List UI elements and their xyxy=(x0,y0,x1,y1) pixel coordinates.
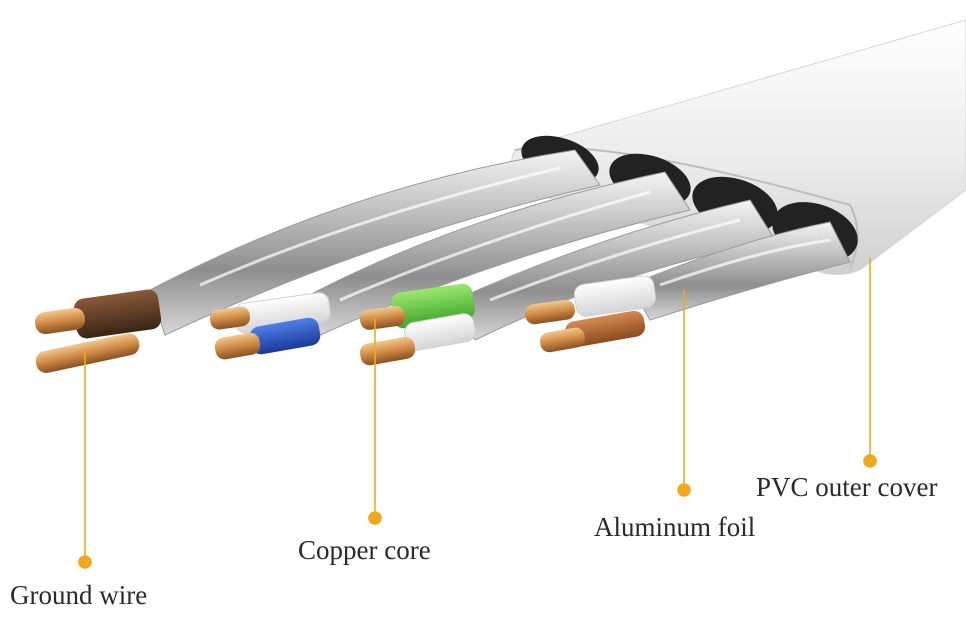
label-aluminum-foil: Aluminum foil xyxy=(594,512,756,542)
copper-core-dot xyxy=(368,511,382,525)
label-pvc-outer-cover: PVC outer cover xyxy=(756,472,938,502)
label-copper-core: Copper core xyxy=(298,535,431,565)
callout-lines xyxy=(78,258,877,569)
aluminum-foil-dot xyxy=(677,483,691,497)
label-ground-wire: Ground wire xyxy=(10,580,148,610)
pair-green xyxy=(359,283,476,366)
ground-wire-dot xyxy=(78,555,92,569)
pair-brown xyxy=(35,289,162,373)
pvc-cover-dot xyxy=(863,454,877,468)
pair-orange xyxy=(525,275,657,353)
pair-blue xyxy=(209,292,331,360)
